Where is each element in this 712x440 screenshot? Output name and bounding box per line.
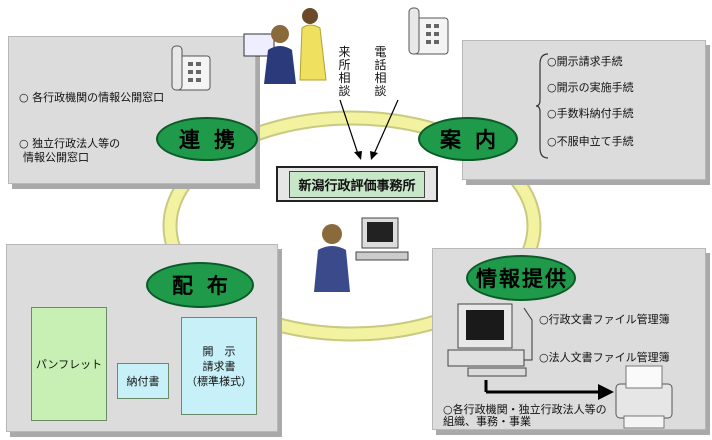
staff-computer-illustration (314, 217, 409, 292)
annai-item-4: ○不服申立て手続 (547, 135, 634, 148)
form-line-3: （標準様式） (186, 374, 252, 388)
annai-badge: 案内 (418, 117, 518, 161)
renkei-item-2: ○ 独立行政法人等の (19, 137, 121, 150)
office-box: 新潟行政評価事務所 (276, 166, 438, 202)
joho-item-3: ○各行政機関・独立行政法人等の (443, 403, 607, 416)
annai-item-2: ○開示の実施手続 (547, 81, 634, 94)
computer-printer-illustration (447, 303, 614, 400)
joho-item-1: ○行政文書ファイル管理簿 (539, 313, 670, 326)
haifu-panel: パンフレット 納付書 開 示 請求書 （標準様式） (6, 244, 278, 432)
joho-item-4: 組織、事務・事業 (443, 415, 531, 428)
haifu-badge: 配布 (146, 262, 254, 308)
pamphlet-label: パンフレット (35, 357, 103, 371)
visit-consultation-label: 来所相談 (338, 45, 351, 98)
joho-label: 情報提供 (476, 267, 568, 291)
phone-consultation-label: 電話相談 (374, 45, 387, 98)
desk-phone-icon (171, 45, 211, 91)
renkei-badge: 連携 (156, 117, 258, 161)
pamphlet-doc: パンフレット (31, 307, 107, 421)
form-doc: 開 示 請求書 （標準様式） (181, 317, 257, 415)
annai-item-1: ○開示請求手続 (547, 55, 623, 68)
renkei-item-3: 情報公開窓口 (23, 151, 89, 164)
renkei-item-1: ○ 各行政機関の情報公開窓口 (19, 91, 165, 104)
office-title: 新潟行政評価事務所 (289, 170, 425, 198)
nofusho-label: 納付書 (126, 374, 160, 388)
annai-bracket (536, 53, 549, 159)
renkei-label: 連携 (179, 128, 249, 152)
form-line-1: 開 示 (202, 344, 236, 358)
printer-icon (615, 365, 673, 429)
nofusho-doc: 納付書 (117, 363, 169, 399)
joho-item-2: ○法人文書ファイル管理簿 (539, 351, 670, 364)
haifu-label: 配布 (172, 274, 242, 298)
annai-panel: ○開示請求手続 ○開示の実施手続 ○手数料納付手続 ○不服申立て手続 (462, 40, 706, 180)
visit-consultation-illustration (243, 8, 327, 84)
consultation-arrows (339, 99, 399, 160)
form-line-2: 請求書 (202, 359, 236, 373)
desk-phone-icon-2 (408, 7, 449, 55)
annai-label: 案内 (440, 128, 510, 152)
joho-badge: 情報提供 (466, 255, 576, 301)
annai-item-3: ○手数料納付手続 (547, 107, 634, 120)
